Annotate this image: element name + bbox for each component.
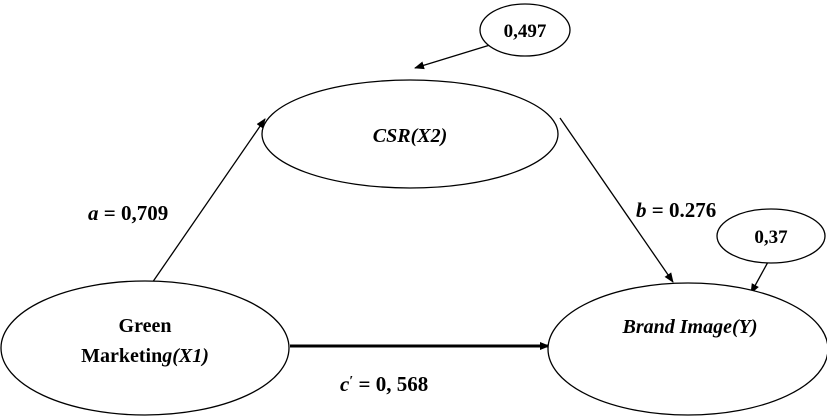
brand-image-label: Brand Image(Y) (622, 316, 758, 338)
arrow-error-brand (750, 261, 769, 294)
green-marketing-line2: Marketing(X1) (81, 345, 209, 367)
arrow-a (151, 118, 266, 284)
node-brand-image: Brand Image(Y) (547, 282, 827, 416)
path-a-label: a = 0,709 (88, 201, 168, 225)
error-brand-value: 0,37 (754, 227, 788, 248)
path-b-label: b = 0.276 (636, 198, 716, 222)
node-green-marketing: Green Marketing(X1) (0, 280, 290, 416)
error-term-csr: 0,497 (479, 3, 571, 57)
green-marketing-line1: Green (119, 315, 172, 337)
arrow-error-csr (414, 44, 491, 70)
error-csr-value: 0,497 (504, 21, 547, 42)
csr-label: CSR(X2) (373, 125, 447, 147)
node-csr: CSR(X2) (261, 79, 559, 189)
path-c-prime-label: c′ = 0, 568 (340, 372, 428, 396)
arrow-b (559, 117, 674, 283)
error-term-brand-image: 0,37 (716, 208, 826, 264)
